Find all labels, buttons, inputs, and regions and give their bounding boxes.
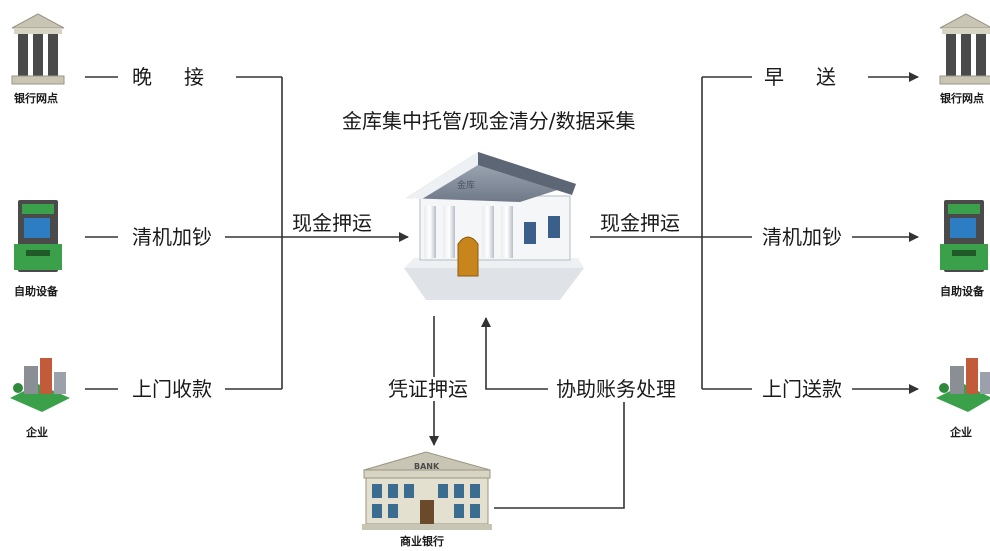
bank-branch-icon xyxy=(11,13,65,85)
right-transport-label: 现金押运 xyxy=(600,211,680,235)
voucher-transport-label: 凭证押运 xyxy=(388,377,468,401)
right-atm-service: 清机加钞 xyxy=(762,225,842,249)
right-bank-service: 早送 xyxy=(764,65,868,89)
enterprise-campus-icon xyxy=(10,358,70,412)
atm-icon-right xyxy=(940,200,988,272)
left-enterprise-caption: 企业 xyxy=(26,426,48,439)
vault-sign: 金库 xyxy=(457,179,475,191)
left-enterprise-service: 上门收款 xyxy=(132,377,212,401)
left-atm-caption: 自助设备 xyxy=(14,285,58,298)
arrow-accounting-to-vault xyxy=(481,317,548,390)
left-transport-label: 现金押运 xyxy=(292,211,372,235)
commercial-bank-caption: 商业银行 xyxy=(400,535,444,548)
atm-icon xyxy=(14,200,62,272)
right-enterprise-caption: 企业 xyxy=(950,426,972,439)
accounting-support-label: 协助账务处理 xyxy=(556,377,676,401)
enterprise-campus-icon-right xyxy=(936,358,990,412)
right-enterprise-service: 上门送款 xyxy=(762,377,842,401)
left-bank-caption: 银行网点 xyxy=(14,92,58,105)
vault-building-icon: 金库 xyxy=(404,152,584,300)
commercial-bank-sign: BANK xyxy=(414,462,440,471)
commercial-bank-icon: BANK xyxy=(362,451,492,530)
center-title: 金库集中托管/现金清分/数据采集 xyxy=(342,109,636,133)
left-atm-service: 清机加钞 xyxy=(132,225,212,249)
left-bank-service: 晚接 xyxy=(132,65,236,89)
right-atm-caption: 自助设备 xyxy=(940,285,984,298)
line-bank-to-accounting xyxy=(494,402,625,509)
bank-branch-icon-right xyxy=(939,13,990,85)
right-bank-caption: 银行网点 xyxy=(940,92,984,105)
